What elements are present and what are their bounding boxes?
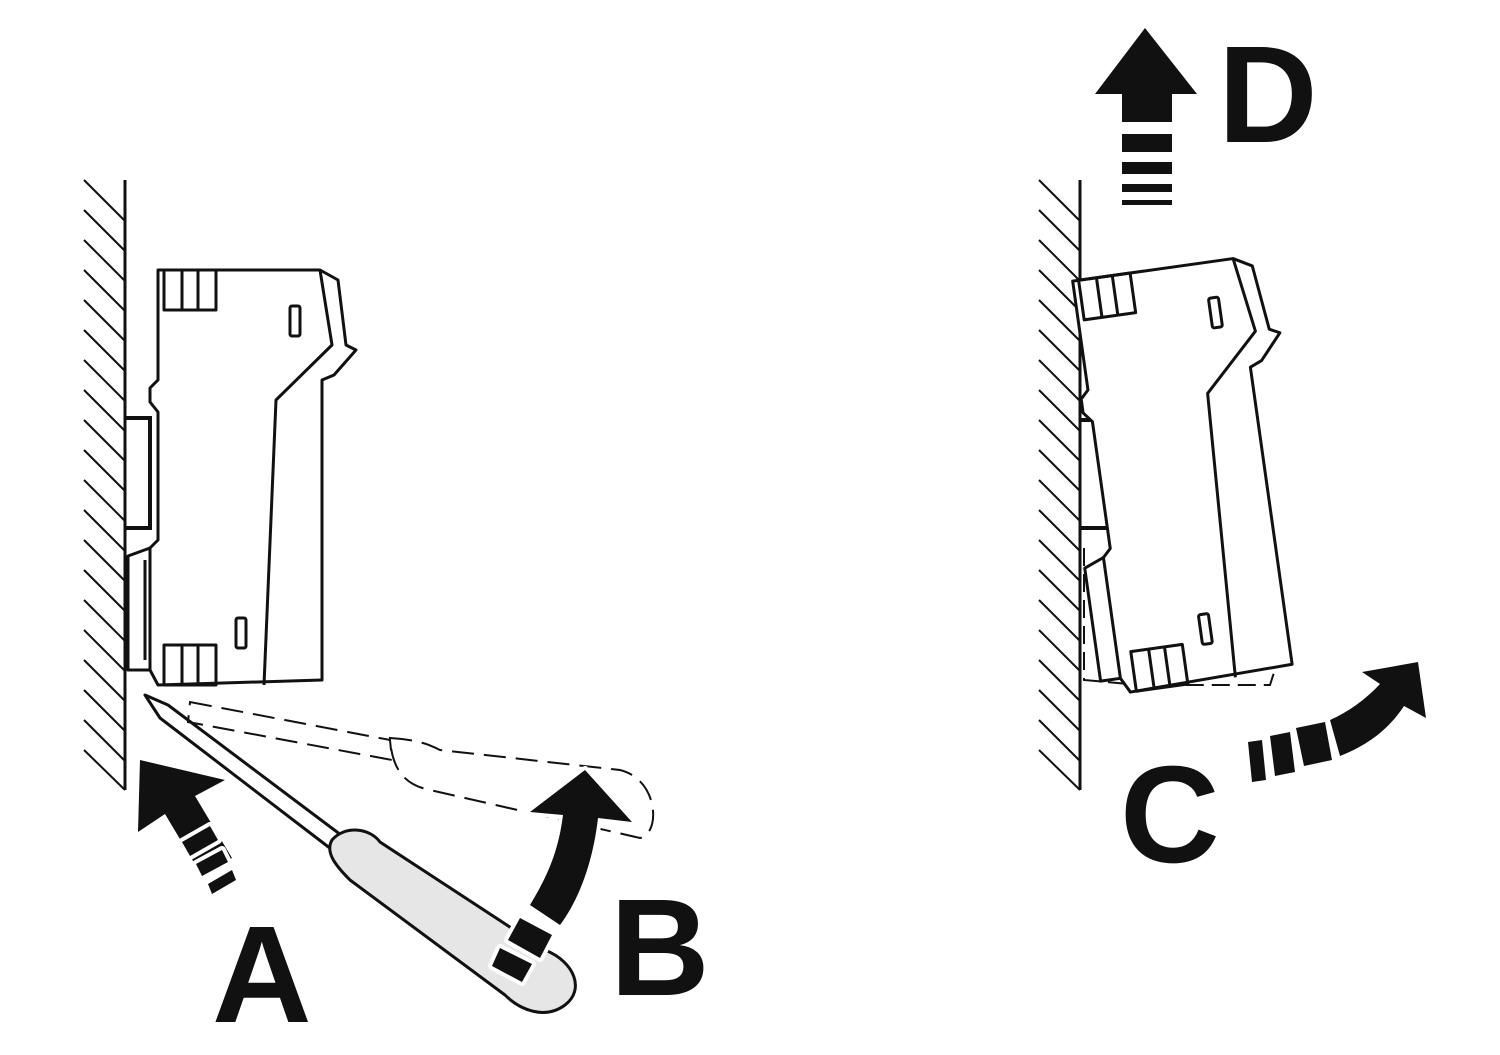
label-b-box — [603, 876, 721, 1004]
label-d: D — [1218, 18, 1318, 172]
left-din-rail — [126, 416, 152, 530]
left-module — [126, 268, 358, 687]
arrow-a — [134, 756, 240, 898]
right-wall — [1038, 179, 1082, 791]
arrow-c — [1244, 658, 1430, 786]
label-a-box — [205, 903, 323, 1031]
arrow-d — [1091, 24, 1201, 209]
arrow-b — [488, 766, 636, 986]
label-c: C — [1120, 738, 1220, 892]
left-panel: A B — [83, 179, 721, 1052]
left-wall — [83, 179, 127, 791]
screwdriver-ghost — [186, 700, 654, 840]
right-module — [1071, 257, 1294, 694]
right-panel: C D — [1038, 18, 1430, 892]
label-b: B — [610, 871, 710, 1025]
label-a: A — [212, 898, 312, 1052]
